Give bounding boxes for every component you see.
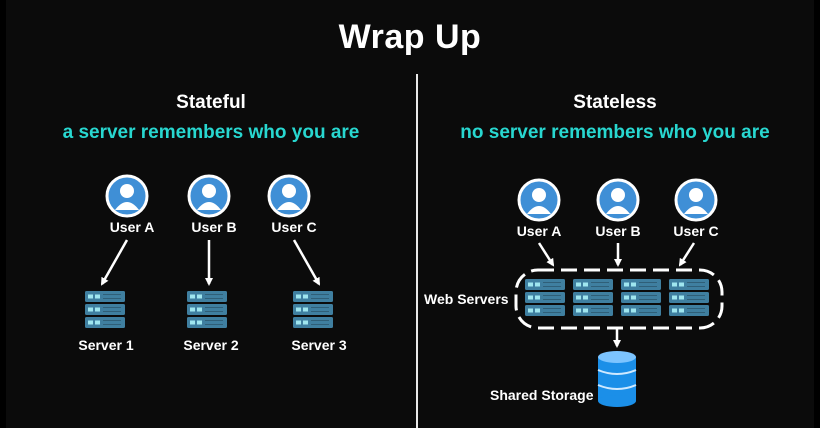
stateful-user-a-label: User A [109, 219, 155, 235]
server-rack-icon [573, 279, 613, 316]
arrow-user-c-to-web-servers [678, 242, 696, 267]
user-icon [105, 174, 149, 218]
arrow-user-a-to-web-servers [537, 242, 555, 267]
stateful-user-b-label: User B [191, 219, 237, 235]
server-rack-icon [669, 279, 709, 316]
stateless-user-c-label: User C [673, 223, 719, 239]
user-icon [674, 178, 718, 222]
stateless-heading: Stateless [573, 92, 657, 113]
stateful-heading: Stateful [176, 92, 246, 113]
server-rack-icon [621, 279, 661, 316]
stateful-user-c-label: User C [271, 219, 317, 235]
user-icon [517, 178, 561, 222]
slide: Wrap Up Stateful a server remembers who … [6, 0, 814, 428]
shared-storage-label: Shared Storage [490, 387, 594, 403]
database-icon [597, 351, 637, 407]
server-rack-icon [525, 279, 565, 316]
web-servers-label: Web Servers [424, 291, 509, 307]
server-3-label: Server 3 [291, 337, 347, 353]
server-2-label: Server 2 [183, 337, 239, 353]
stateless-user-a-label: User A [516, 223, 562, 239]
server-1-label: Server 1 [78, 337, 134, 353]
stateless-subtitle: no server remembers who you are [460, 122, 770, 143]
stateless-user-b-label: User B [595, 223, 641, 239]
user-icon [187, 174, 231, 218]
center-divider [416, 74, 418, 428]
arrow-user-c-to-server-3 [292, 239, 321, 286]
server-rack-icon [187, 291, 227, 328]
arrow-user-a-to-server-1 [100, 239, 129, 286]
server-rack-icon [293, 291, 333, 328]
user-icon [267, 174, 311, 218]
diagram-canvas [6, 174, 724, 407]
web-servers-group [514, 268, 724, 330]
server-rack-icon [85, 291, 125, 328]
stateful-subtitle: a server remembers who you are [62, 122, 360, 143]
user-icon [596, 178, 640, 222]
page-title: Wrap Up [338, 18, 482, 56]
